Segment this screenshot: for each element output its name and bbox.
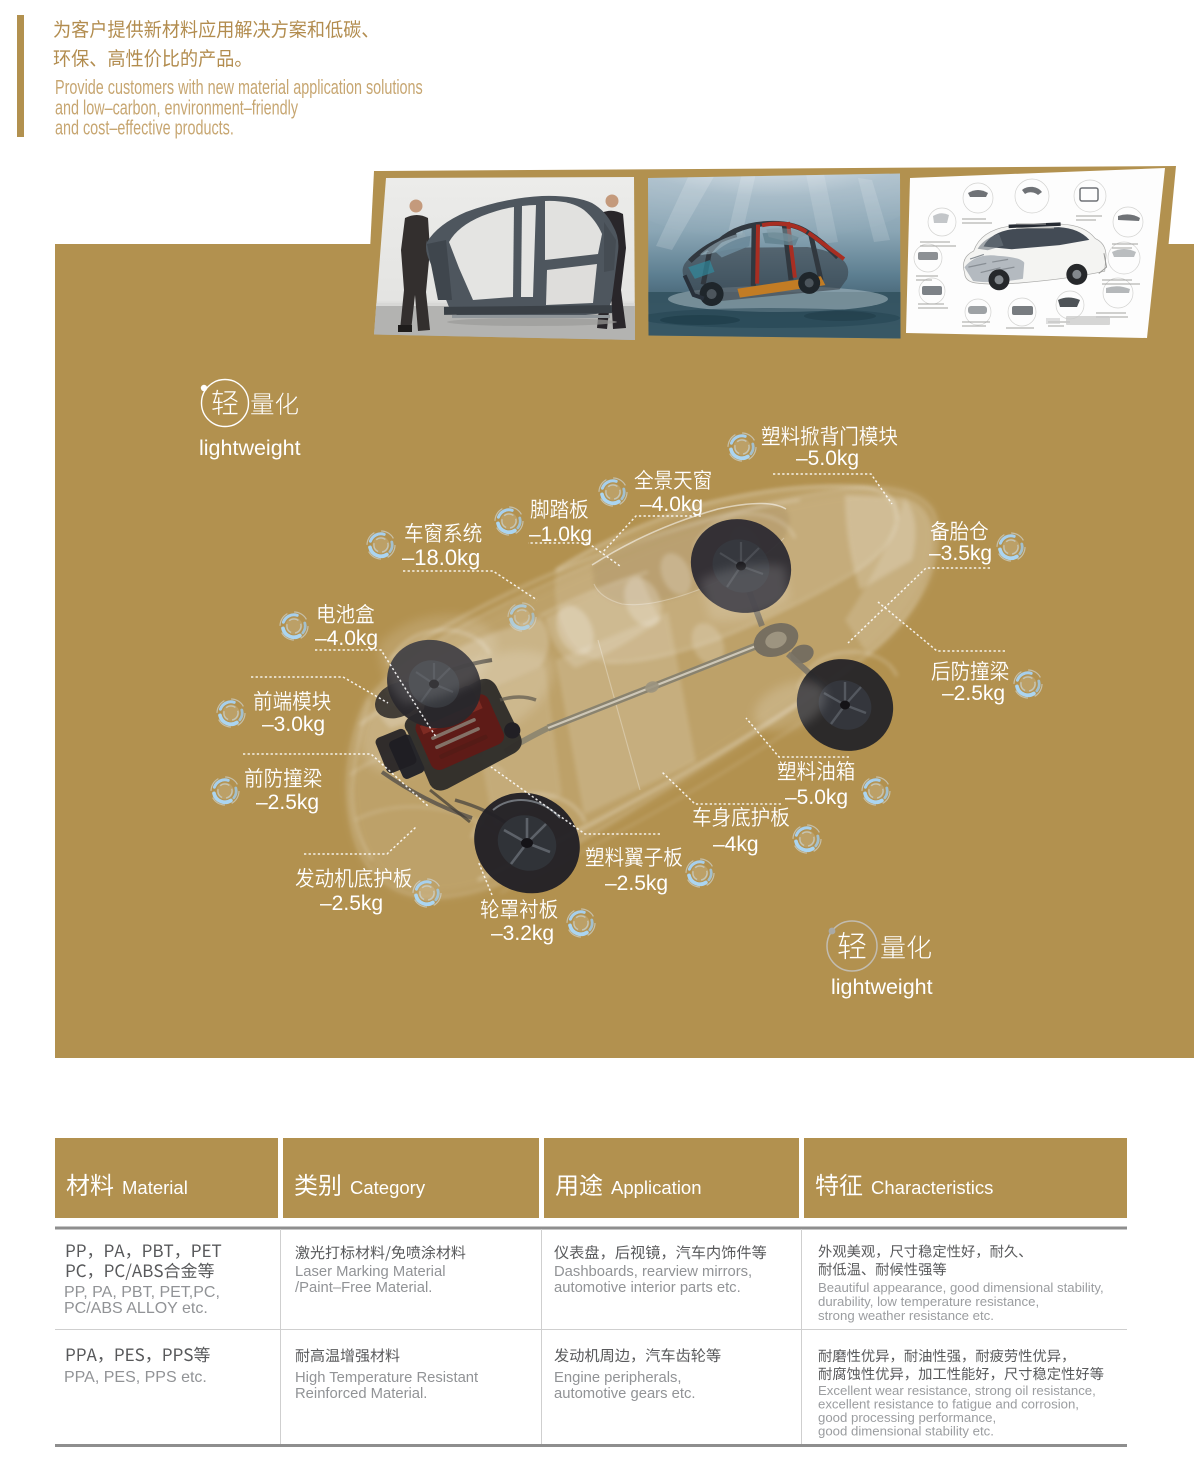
svg-text:PP, PA, PBT, PET,PC,: PP, PA, PBT, PET,PC, xyxy=(64,1284,220,1301)
svg-text:lightweight: lightweight xyxy=(199,436,301,460)
svg-text:and cost–effective products.: and cost–effective products. xyxy=(55,116,234,139)
svg-text:–4kg: –4kg xyxy=(713,833,759,856)
svg-text:PC/ABS ALLOY etc.: PC/ABS ALLOY etc. xyxy=(64,1300,208,1317)
svg-text:–5.0kg: –5.0kg xyxy=(785,786,848,809)
svg-text:–4.0kg: –4.0kg xyxy=(315,627,378,650)
svg-text:and low–carbon, environment–fr: and low–carbon, environment–friendly xyxy=(55,96,298,119)
svg-text:excellent resistance to fatigu: excellent resistance to fatigue and corr… xyxy=(818,1397,1079,1412)
svg-text:good dimensional stability etc: good dimensional stability etc. xyxy=(818,1424,994,1439)
svg-text:durability, low temperature re: durability, low temperature resistance, xyxy=(818,1294,1039,1309)
svg-text:Beautiful appearance, good dim: Beautiful appearance, good dimensional s… xyxy=(818,1280,1104,1295)
svg-text:–3.2kg: –3.2kg xyxy=(491,922,554,945)
svg-text:lightweight: lightweight xyxy=(831,975,933,999)
svg-text:/Paint–Free Material.: /Paint–Free Material. xyxy=(295,1280,432,1296)
svg-text:Category: Category xyxy=(350,1177,426,1198)
svg-text:Laser Marking Material: Laser Marking Material xyxy=(295,1264,446,1280)
svg-text:Provide customers with new mat: Provide customers with new material appl… xyxy=(55,76,423,99)
svg-text:good processing performance,: good processing performance, xyxy=(818,1410,996,1425)
svg-text:automotive gears etc.: automotive gears etc. xyxy=(554,1386,695,1402)
svg-text:–3.0kg: –3.0kg xyxy=(262,713,325,736)
svg-text:strong weather resistance etc.: strong weather resistance etc. xyxy=(818,1308,994,1323)
svg-text:–2.5kg: –2.5kg xyxy=(320,892,383,915)
svg-text:automotive interior parts etc.: automotive interior parts etc. xyxy=(554,1280,741,1296)
svg-text:Excellent wear resistance, str: Excellent wear resistance, strong oil re… xyxy=(818,1383,1096,1398)
svg-text:High Temperature Resistant: High Temperature Resistant xyxy=(295,1370,478,1386)
svg-text:Engine peripherals,: Engine peripherals, xyxy=(554,1370,682,1386)
svg-text:–2.5kg: –2.5kg xyxy=(942,682,1005,705)
svg-text:–1.0kg: –1.0kg xyxy=(529,523,592,546)
svg-text:Dashboards, rearview mirrors,: Dashboards, rearview mirrors, xyxy=(554,1264,752,1280)
svg-text:Application: Application xyxy=(611,1177,702,1198)
svg-text:–5.0kg: –5.0kg xyxy=(796,447,859,470)
svg-text:–2.5kg: –2.5kg xyxy=(605,872,668,895)
svg-text:–18.0kg: –18.0kg xyxy=(402,545,480,570)
svg-text:–4.0kg: –4.0kg xyxy=(640,493,703,516)
svg-text:–3.5kg: –3.5kg xyxy=(929,542,992,565)
svg-text:Reinforced Material.: Reinforced Material. xyxy=(295,1386,427,1402)
svg-text:Characteristics: Characteristics xyxy=(871,1177,993,1198)
svg-text:PPA, PES, PPS etc.: PPA, PES, PPS etc. xyxy=(64,1369,207,1386)
svg-text:–2.5kg: –2.5kg xyxy=(256,791,319,814)
svg-text:Material: Material xyxy=(122,1177,188,1198)
